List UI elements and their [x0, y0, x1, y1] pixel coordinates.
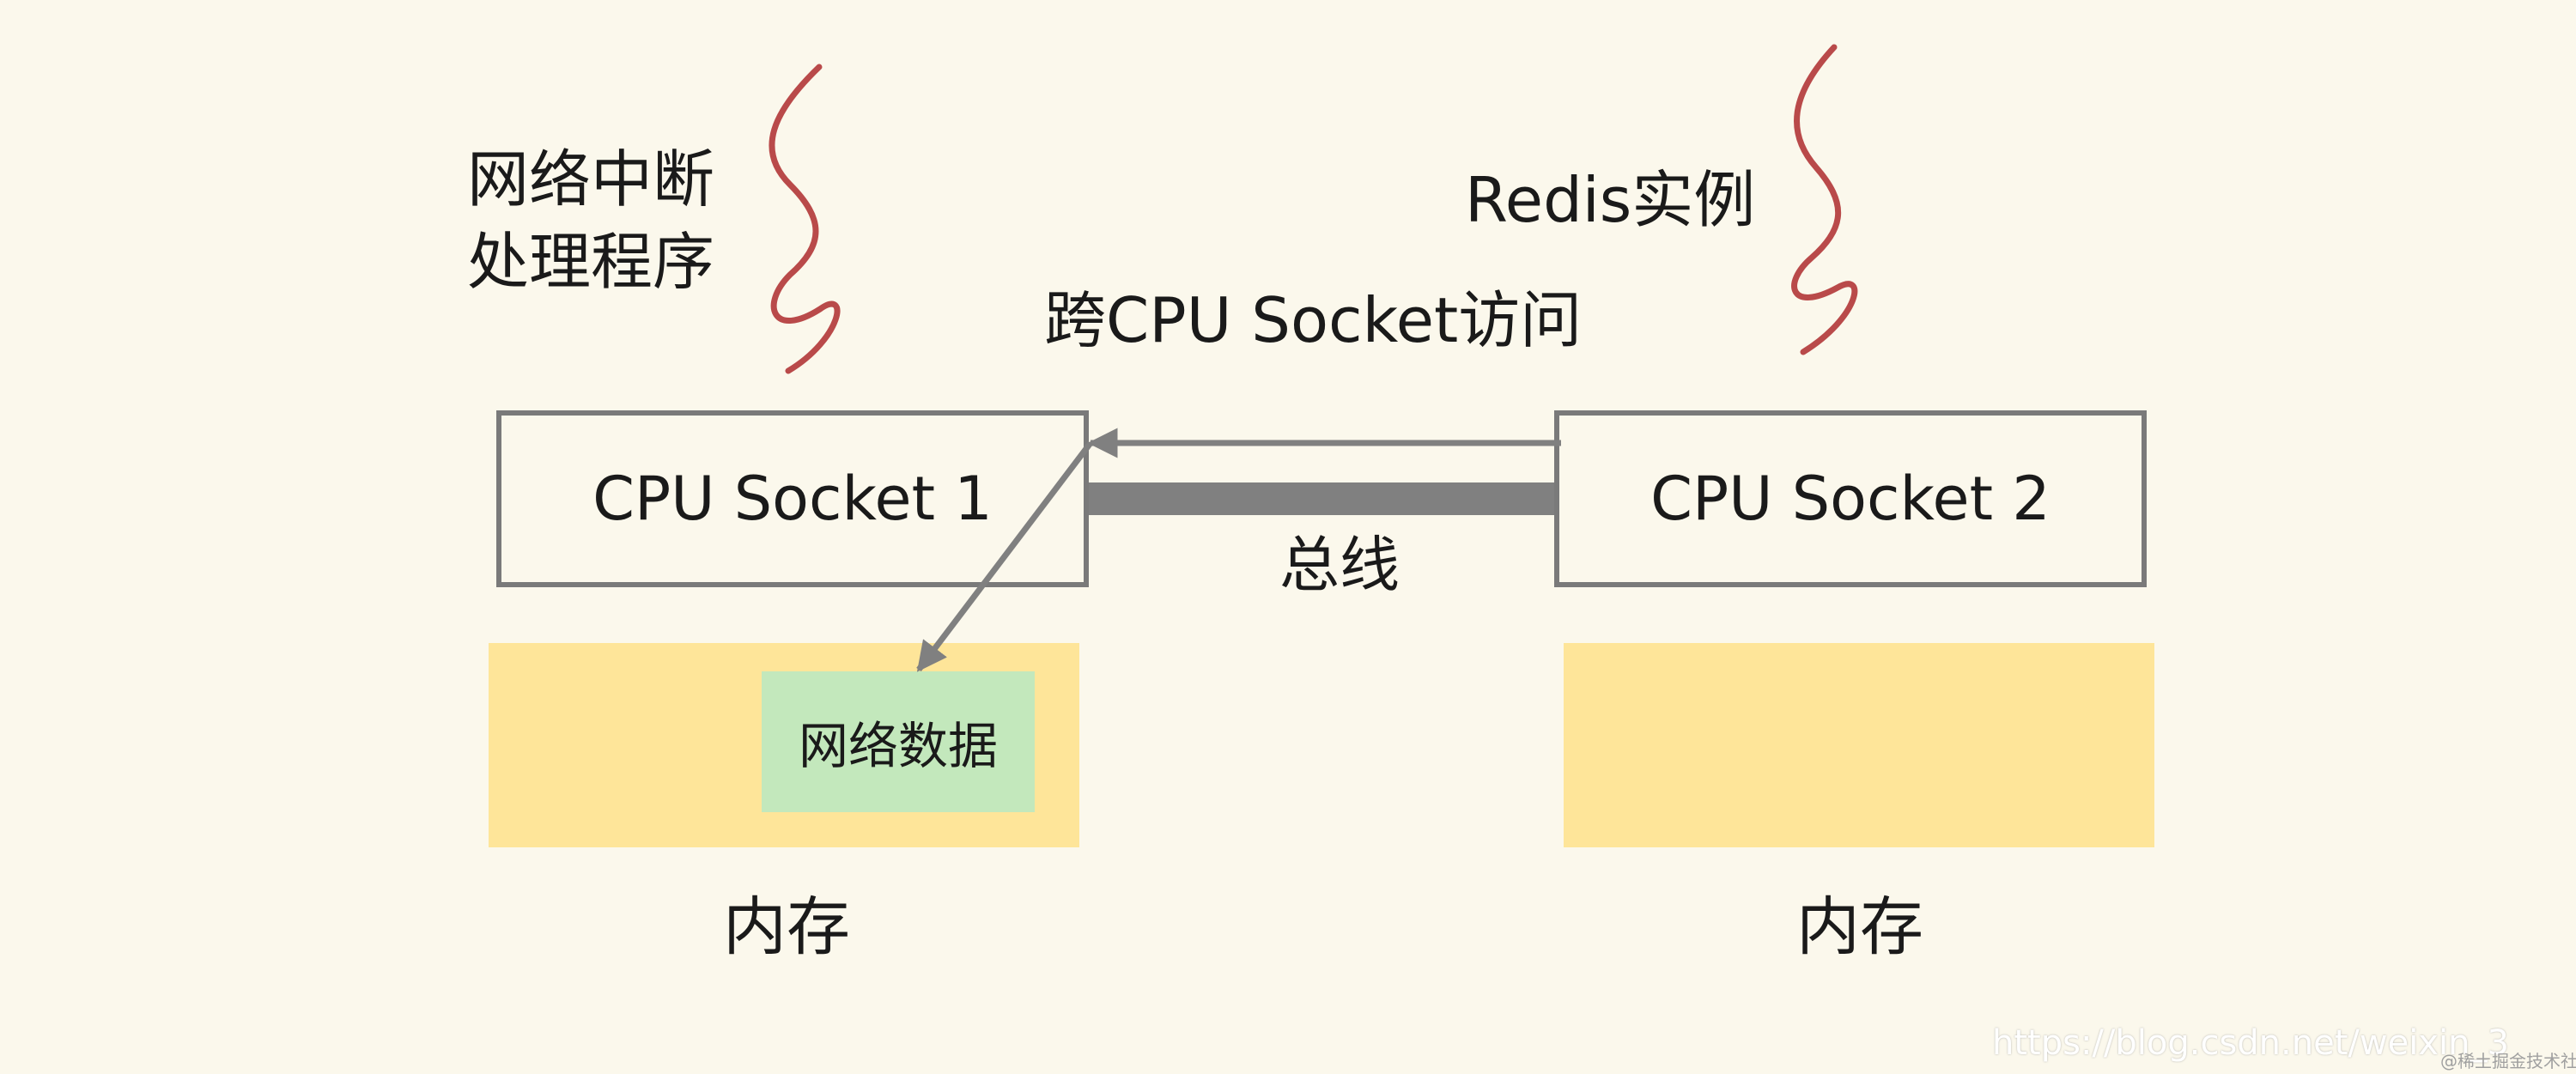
cpu-socket-2-box: CPU Socket 2	[1554, 410, 2147, 587]
memory-1-label: 内存	[723, 890, 850, 964]
network-interrupt-thread-squiggle	[769, 64, 841, 374]
redis-thread-squiggle	[1791, 44, 1858, 355]
bus-label: 总线	[1279, 530, 1400, 600]
bus-bar	[1089, 482, 1554, 515]
network-data-block: 网络数据	[762, 671, 1035, 812]
cpu-socket-1-label: CPU Socket 1	[592, 464, 993, 534]
memory-block-2	[1564, 643, 2154, 847]
cross-socket-access-label: 跨CPU Socket访问	[1044, 284, 1583, 356]
watermark-url: https://blog.csdn.net/weixin_3	[1992, 1023, 2509, 1063]
network-interrupt-line-2: 处理程序	[467, 226, 715, 298]
redis-instance-label: Redis实例	[1465, 164, 1756, 236]
memory-2-label: 内存	[1796, 890, 1923, 964]
cpu-socket-1-box: CPU Socket 1	[496, 410, 1089, 587]
network-data-label: 网络数据	[798, 717, 998, 775]
network-interrupt-line-1: 网络中断	[467, 143, 715, 215]
cpu-socket-2-label: CPU Socket 2	[1650, 464, 2050, 534]
network-interrupt-handler-label: 网络中断 处理程序	[467, 138, 742, 303]
watermark-community: @稀土掘金技术社区	[2440, 1051, 2576, 1071]
